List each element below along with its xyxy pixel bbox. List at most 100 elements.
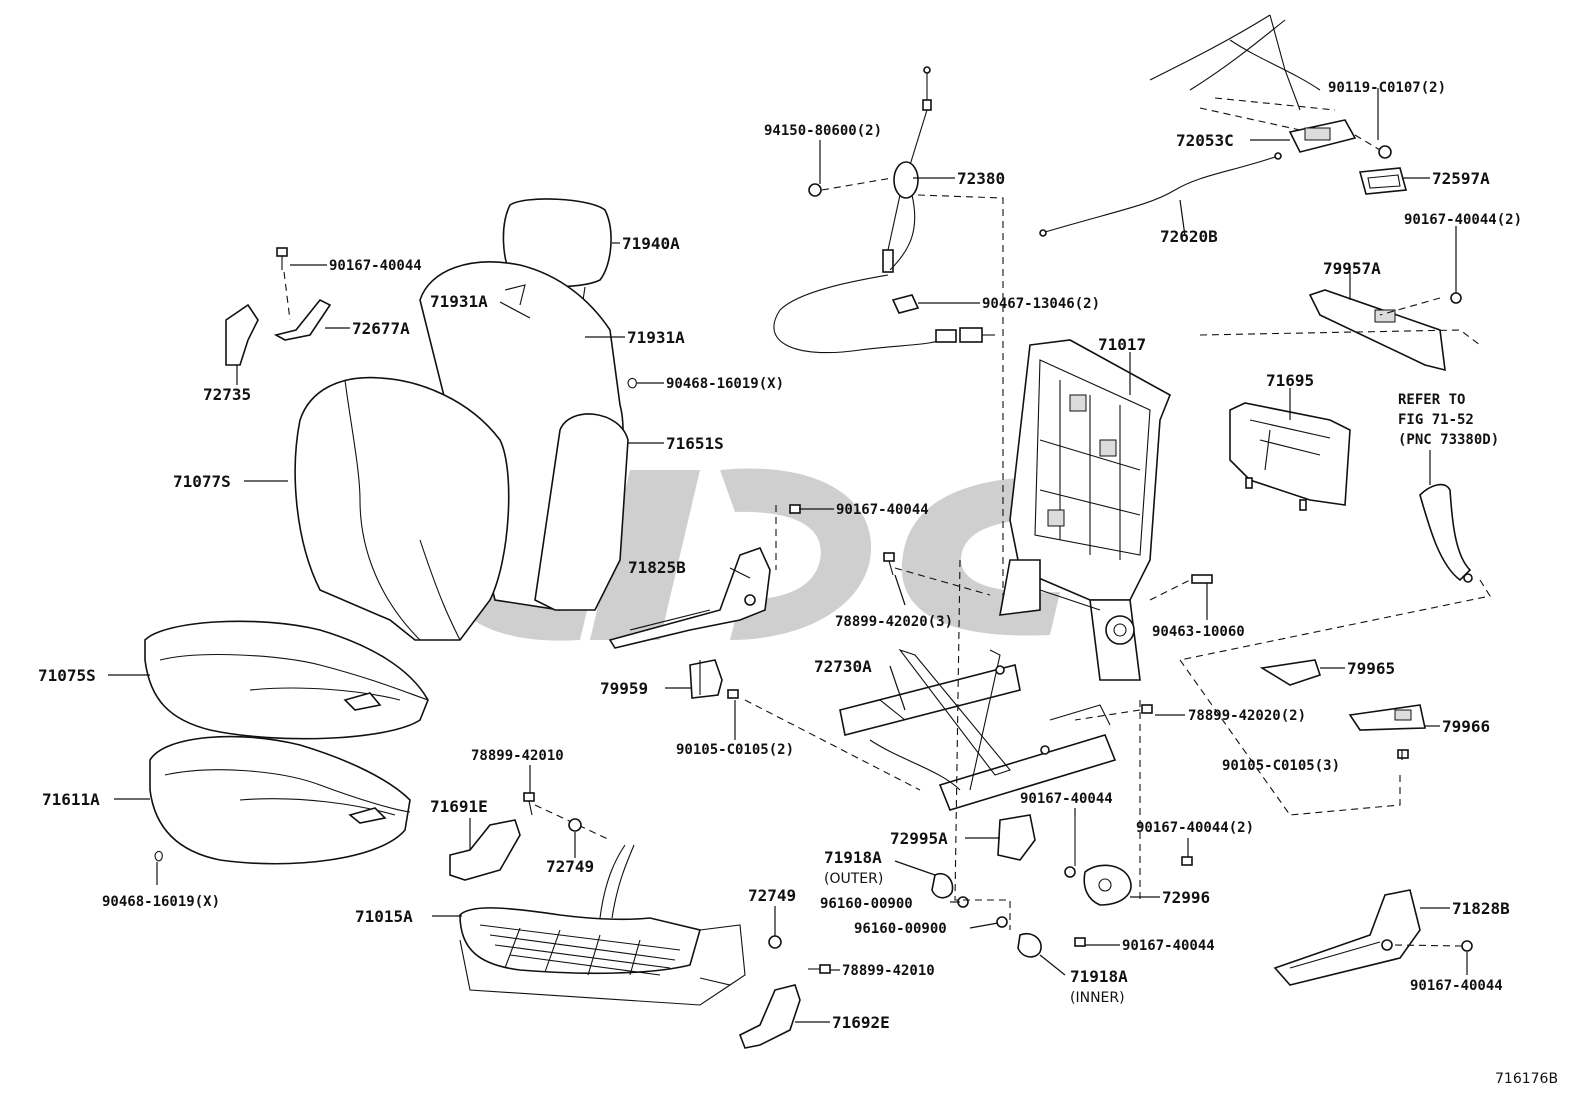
refer-line-2: FIG 71-52 — [1398, 412, 1474, 428]
leader-lines — [108, 88, 1468, 1023]
label-71651s: 71651S — [666, 434, 724, 453]
bolt-90105-3 — [1289, 749, 1409, 816]
cushion-cover-71075s — [144, 620, 429, 740]
label-96160-00900-2: 96160-00900 — [854, 921, 947, 937]
label-72053c: 72053C — [1176, 131, 1234, 150]
figure-code: 716176B — [1495, 1071, 1558, 1087]
seatback-cover-71651s — [419, 261, 629, 611]
cover-71828b — [1273, 889, 1421, 986]
refer-line-1: REFER TO — [1398, 392, 1465, 408]
label-90167-40044-r2: 90167-40044(2) — [1136, 820, 1254, 836]
bolt-90167-c — [1064, 815, 1076, 878]
bushing-90468-bottom — [154, 850, 163, 862]
latch-72053c — [1288, 119, 1357, 153]
bolt-90167-b — [1074, 937, 1086, 947]
seat-frame-71015a — [459, 844, 746, 1006]
label-72597a: 72597A — [1432, 169, 1490, 188]
label-79959: 79959 — [600, 679, 648, 698]
trim-72735 — [225, 303, 259, 366]
cover-71692e — [738, 984, 801, 1049]
bolt-78899-42020-3 — [883, 552, 991, 596]
clip-79959 — [689, 659, 723, 699]
cover-71691e — [449, 819, 521, 881]
label-90468-16019-bot: 90468-16019(X) — [102, 894, 220, 910]
label-outer-note: (OUTER) — [824, 871, 883, 887]
bracket-79957a — [1308, 289, 1462, 372]
label-72620b: 72620B — [1160, 227, 1218, 246]
label-72749-1: 72749 — [546, 857, 594, 876]
clip-79966 — [1348, 704, 1426, 731]
label-78899-42020-3: 78899-42020(3) — [835, 614, 953, 630]
cushion-pad-71611a — [149, 735, 411, 865]
label-72380: 72380 — [957, 169, 1005, 188]
label-inner-note: (INNER) — [1070, 990, 1125, 1006]
label-71695: 71695 — [1266, 371, 1314, 390]
label-71918a-inner: 71918A — [1070, 967, 1128, 986]
cover-72996 — [1083, 864, 1132, 906]
label-90105-c0105-2: 90105-C0105(2) — [676, 742, 794, 758]
label-71931a-1: 71931A — [430, 292, 488, 311]
leader-73380d — [1179, 579, 1491, 661]
label-94150-80600: 94150-80600(2) — [764, 123, 882, 139]
label-72677a: 72677A — [352, 319, 410, 338]
bracket-72677a — [273, 298, 332, 341]
label-90167-40044-br: 90167-40044 — [1410, 978, 1503, 994]
leader-72380-frame — [917, 194, 1004, 600]
leader-recliner-left — [954, 559, 1011, 930]
label-71825b: 71825B — [628, 558, 686, 577]
label-79957a: 79957A — [1323, 259, 1381, 278]
label-90167-40044-hl: 90167-40044 — [329, 258, 422, 274]
label-72995a: 72995A — [890, 829, 948, 848]
seatback-frame-71017 — [999, 339, 1172, 681]
nut-72749-1 — [568, 818, 582, 832]
label-79965: 79965 — [1347, 659, 1395, 678]
label-72749-2: 72749 — [748, 886, 796, 905]
body-trim-outline — [1149, 14, 1336, 131]
bolt-90105-2 — [727, 689, 921, 791]
label-90167-40044-b: 90167-40044 — [1122, 938, 1215, 954]
bolt-90167-r2 — [1181, 856, 1193, 866]
part-labels: 90119-C0107(2) 72053C 94150-80600(2) 723… — [38, 80, 1558, 1087]
panel-71695 — [1229, 402, 1351, 511]
cover-71825b — [608, 547, 771, 649]
leader-79957-frame — [1199, 329, 1481, 346]
cable-72620b — [1039, 152, 1282, 237]
label-79966: 79966 — [1442, 717, 1490, 736]
label-72996: 72996 — [1162, 888, 1210, 907]
label-71691e: 71691E — [430, 797, 488, 816]
label-71611a: 71611A — [42, 790, 100, 809]
label-71931a-2: 71931A — [627, 328, 685, 347]
label-90167-40044-tr: 90167-40044(2) — [1404, 212, 1522, 228]
label-90468-16019-top: 90468-16019(X) — [666, 376, 784, 392]
bolt-90167-hl — [276, 247, 291, 321]
label-90467-13046: 90467-13046(2) — [982, 296, 1100, 312]
clip-79965 — [1259, 659, 1322, 686]
bolt-78899-42020-2 — [1074, 704, 1153, 721]
bushing-90468-top — [627, 377, 637, 389]
cable-72380 — [773, 66, 995, 354]
seatback-cover-71077s — [294, 376, 510, 641]
part-73380d — [1419, 483, 1473, 583]
label-78899-42010-bot: 78899-42010 — [842, 963, 935, 979]
label-71017: 71017 — [1098, 335, 1146, 354]
nut-72749-2 — [768, 935, 782, 949]
label-71077s: 71077S — [173, 472, 231, 491]
clip-90467 — [891, 294, 920, 314]
label-90463-10060: 90463-10060 — [1152, 624, 1245, 640]
label-71828b: 71828B — [1452, 899, 1510, 918]
bolt-90167-br — [1394, 940, 1473, 952]
label-90167-40044-mid: 90167-40044 — [836, 502, 929, 518]
cover-72995a — [997, 814, 1036, 861]
bolt-78899-42010-bot — [808, 964, 831, 974]
label-71940a: 71940A — [622, 234, 680, 253]
label-78899-42020-2: 78899-42020(2) — [1188, 708, 1306, 724]
nut-94150 — [808, 177, 893, 197]
clip-90463 — [1149, 574, 1213, 601]
cover-72597a — [1358, 167, 1408, 195]
bolt-90119 — [1354, 134, 1392, 159]
label-78899-42010-top: 78899-42010 — [471, 748, 564, 764]
label-71075s: 71075S — [38, 666, 96, 685]
seat-track-72730a — [839, 648, 1117, 811]
